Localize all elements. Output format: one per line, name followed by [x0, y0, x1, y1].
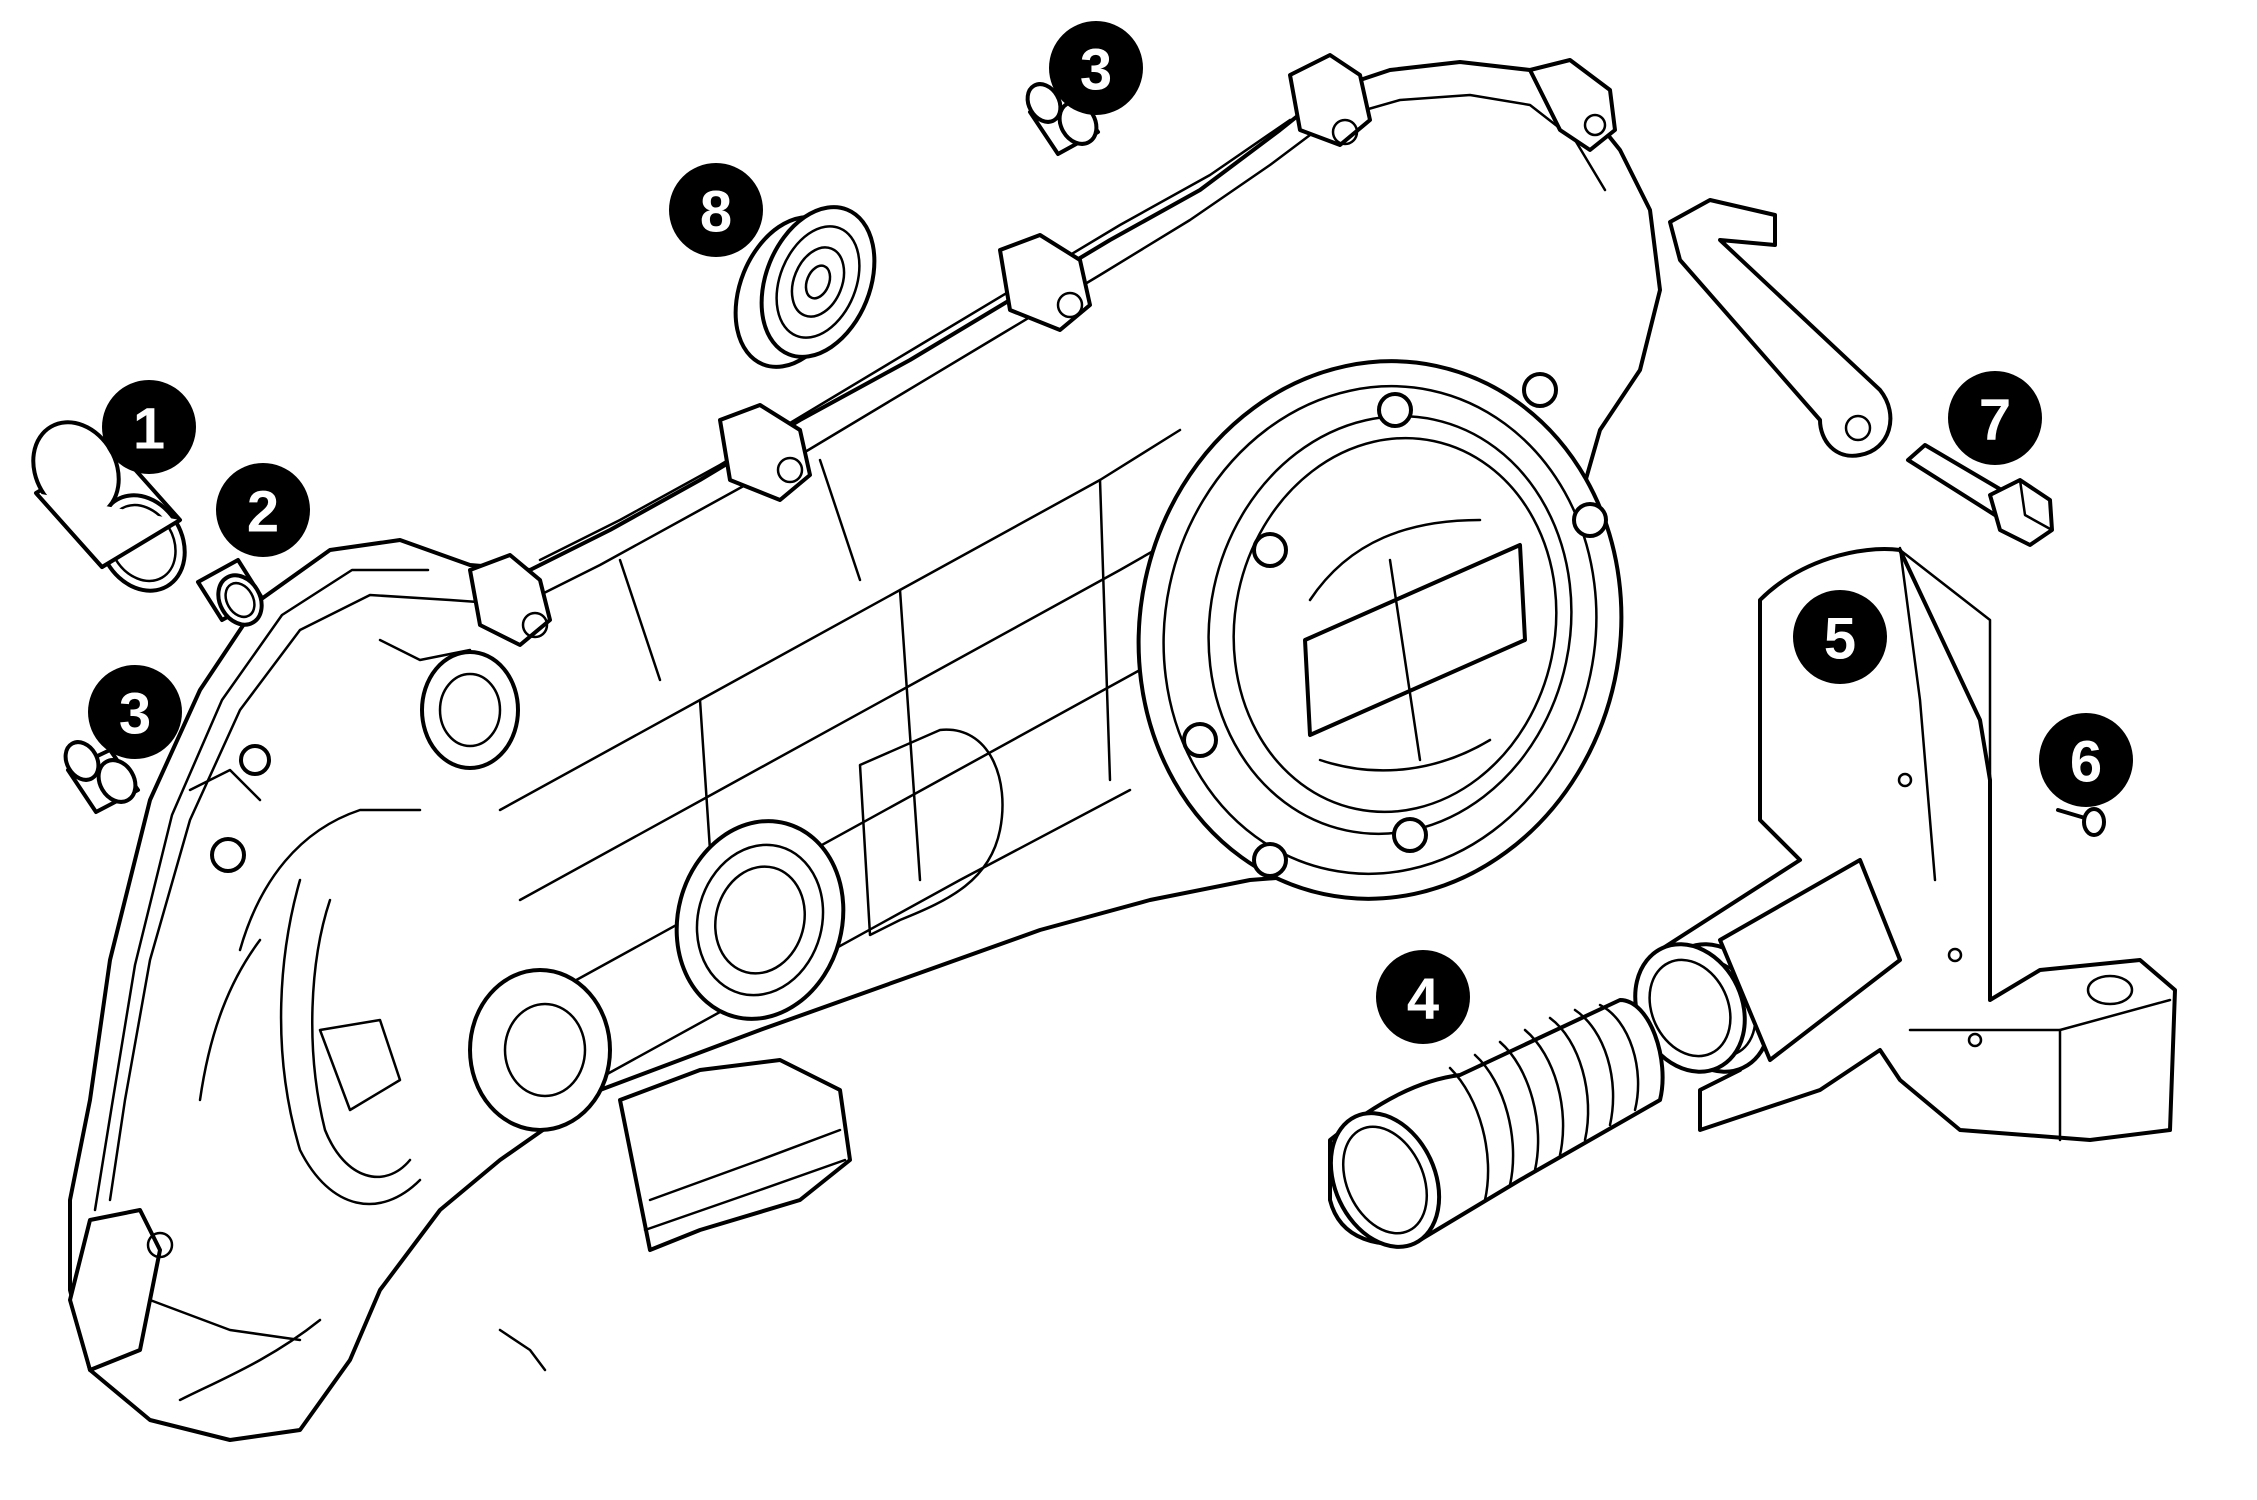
callout-8: 8 — [669, 163, 763, 257]
part-2-small-bushing — [196, 558, 264, 627]
part-3-dowel-pin-left — [63, 740, 140, 814]
part-4-bellows-hose — [1328, 998, 1665, 1249]
callout-label-2: 2 — [247, 480, 279, 545]
callout-1: 1 — [102, 380, 196, 474]
part-8-bearing — [733, 205, 877, 369]
callout-3-left: 3 — [88, 665, 182, 759]
callout-label-5: 5 — [1824, 607, 1856, 672]
callout-2: 2 — [216, 463, 310, 557]
part-6-clip — [2056, 807, 2106, 837]
callout-label-3-left: 3 — [119, 682, 151, 747]
callout-label-7: 7 — [1979, 388, 2011, 453]
callout-label-8: 8 — [700, 180, 732, 245]
callout-label-6: 6 — [2070, 730, 2102, 795]
part-5-intake-duct — [1633, 546, 2177, 1142]
callout-7: 7 — [1948, 371, 2042, 465]
callout-label-4: 4 — [1407, 967, 1439, 1032]
part-3-dowel-pin-top — [1025, 82, 1100, 156]
callout-6: 6 — [2039, 713, 2133, 807]
part-7-bolt — [1906, 443, 2054, 547]
part-7-clamp-strap — [1668, 198, 1893, 458]
callout-label-3-top: 3 — [1080, 38, 1112, 103]
callout-5: 5 — [1793, 590, 1887, 684]
callout-3-top: 3 — [1049, 21, 1143, 115]
callout-4: 4 — [1376, 950, 1470, 1044]
callout-label-1: 1 — [133, 397, 165, 462]
transmission-cover — [68, 53, 1662, 1442]
part-1-bushing — [31, 420, 187, 593]
